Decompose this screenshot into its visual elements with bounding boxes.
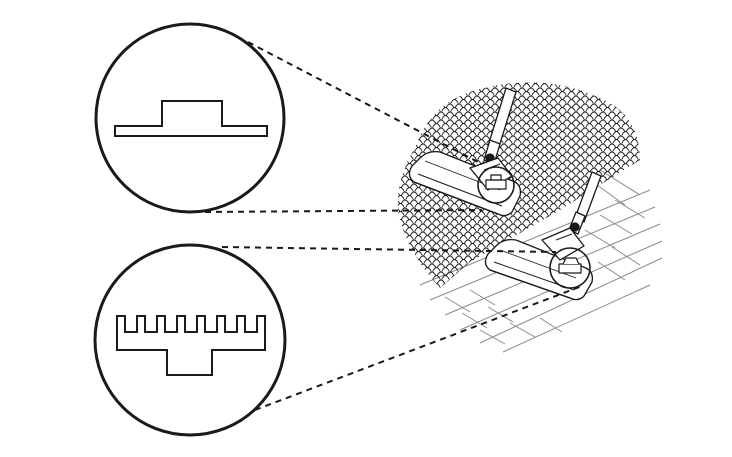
nozzle-lever-raised-profile-icon	[114, 100, 268, 137]
nozzle-lever-lowered-bristles-profile-icon	[116, 315, 266, 376]
bottom-callout	[93, 243, 287, 437]
bottom-callout-lower-leader	[254, 285, 583, 411]
bottom-callout-upper-leader	[221, 246, 557, 253]
leader-lines	[204, 41, 583, 411]
top-callout-lower-leader	[204, 209, 483, 213]
top-callout	[94, 22, 286, 214]
floor-nozzle-on-hard-floor-icon	[484, 171, 602, 301]
tile-floor-area	[419, 169, 663, 353]
floor-nozzle-on-carpet-icon	[408, 87, 522, 217]
